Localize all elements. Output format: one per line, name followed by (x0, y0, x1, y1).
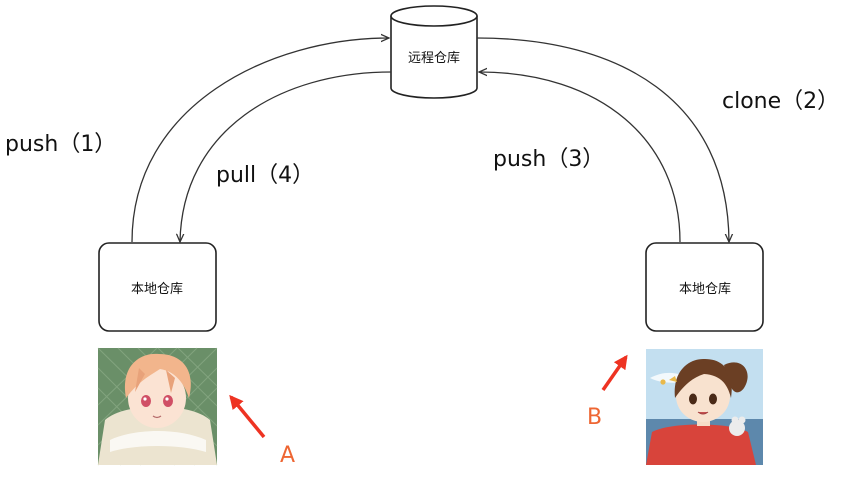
user-a-label: A (280, 443, 295, 468)
remote-repository-label: 远程仓库 (408, 50, 460, 66)
push-b-label: push（3） (493, 147, 604, 172)
push-b-arrow (479, 72, 681, 243)
pull-a-label: pull（4） (216, 163, 314, 188)
local-repository-b: 本地仓库 (645, 242, 764, 332)
avatar-a (97, 347, 218, 466)
pointer-arrow-a (229, 394, 266, 439)
pull-a-arrow (180, 71, 392, 242)
pointer-arrow-b (601, 354, 628, 392)
push-a-label: push（1） (5, 132, 116, 157)
avatar-b (646, 349, 763, 465)
clone-b-arrow (476, 37, 729, 242)
clone-b-label: clone（2） (722, 89, 839, 114)
local-repository-a-label: 本地仓库 (131, 281, 183, 297)
local-repository-b-label: 本地仓库 (679, 281, 731, 297)
remote-repository: 远程仓库 (390, 5, 478, 99)
local-repository-a: 本地仓库 (98, 242, 217, 332)
user-b-label: B (587, 405, 602, 430)
push-a-arrow (131, 38, 389, 243)
